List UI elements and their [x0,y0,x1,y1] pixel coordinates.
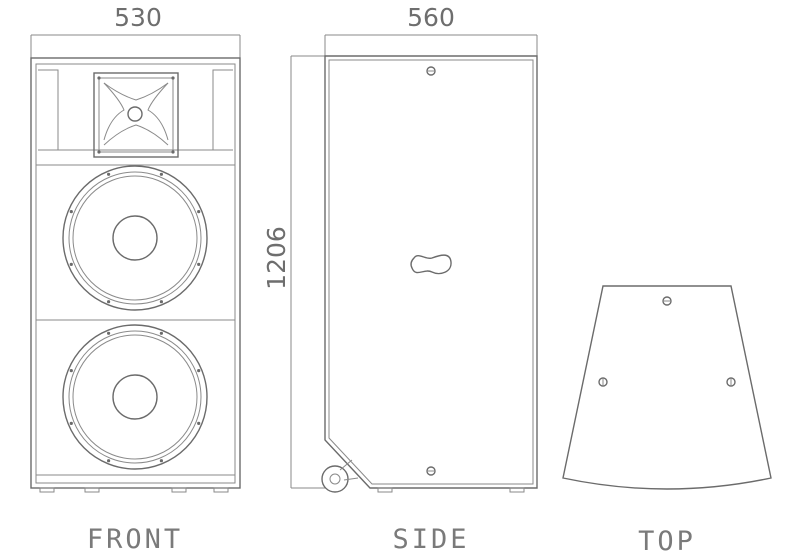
front-cabinet-inner [35,63,236,484]
side-wheel [321,459,359,493]
lower-woofer [62,324,208,470]
lower-woofer-bolt [159,331,163,335]
lower-woofer-bolt [107,331,111,335]
upper-woofer-bolt [69,210,73,214]
side-cabinet-inner [328,59,534,485]
lower-woofer-bolt [197,369,201,373]
side-screws [426,66,436,476]
upper-woofer-bolt [197,262,201,266]
side-depth-label: 560 [407,3,455,32]
lower-woofer-bolt [69,421,73,425]
upper-woofer-bolt [107,172,111,176]
upper-woofer-bolt [197,210,201,214]
upper-woofer-bolt [159,172,163,176]
top-view: TOP [562,285,772,555]
front-view: 530 [30,3,241,555]
height-dimension-line [290,55,325,489]
front-view-label: FRONT [87,524,183,555]
front-cabinet-outline [30,57,241,489]
lower-woofer-bolt [107,459,111,463]
top-screws [598,296,736,387]
side-handle [410,254,452,275]
height-label: 1206 [262,226,291,290]
side-view: 560 1206 [262,3,538,555]
front-feet [39,487,229,493]
upper-woofer-bolt [159,300,163,304]
top-cabinet-outline [562,285,772,490]
front-width-label: 530 [114,3,162,32]
side-feet [377,487,525,493]
lower-woofer-bolt [159,459,163,463]
side-depth-dimension-line [324,34,538,58]
upper-woofer-bolt [69,262,73,266]
top-view-label: TOP [638,526,696,555]
side-view-label: SIDE [392,524,469,555]
side-cabinet-outline [324,55,538,489]
front-width-dimension-line [30,34,241,58]
upper-woofer [62,165,208,311]
lower-woofer-bolt [197,421,201,425]
lower-woofer-bolt [69,369,73,373]
horn-section [38,69,233,158]
upper-woofer-bolt [107,300,111,304]
